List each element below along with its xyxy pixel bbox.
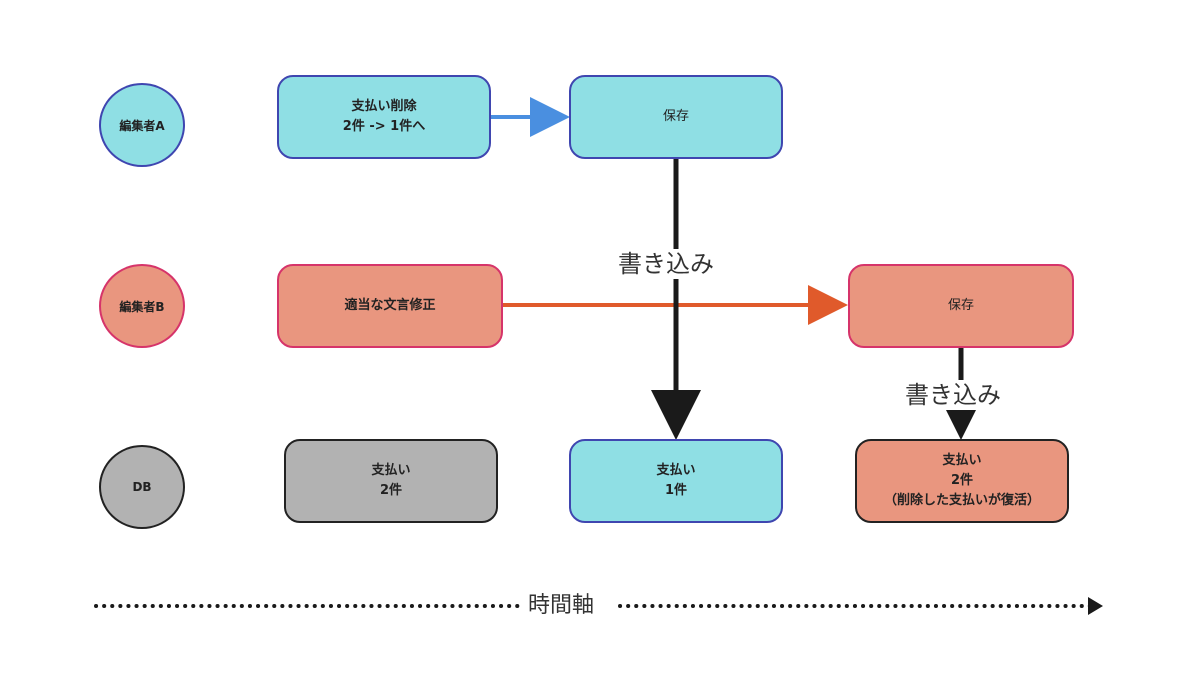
- editor-b-edit-label: 適当な文言修正: [344, 298, 436, 313]
- db-state-initial-line-2: 2件: [379, 483, 403, 498]
- editor-a-delete-line-1: 支払い削除: [351, 99, 417, 114]
- db-circle: DB: [99, 445, 185, 529]
- write-label-a: 書き込み: [618, 249, 714, 279]
- editor-a-save-box: 保存: [569, 75, 783, 159]
- db-state-after-b-line-3: （削除した支払いが復活）: [883, 493, 1040, 508]
- db-state-after-a-line-2: 1件: [664, 483, 688, 498]
- editor-b-edit-box: 適当な文言修正: [277, 264, 503, 348]
- editor-a-circle: 編集者A: [99, 83, 185, 167]
- editor-b-circle: 編集者B: [99, 264, 185, 348]
- editor-a-delete-box: 支払い削除 2件 -> 1件へ: [277, 75, 491, 159]
- db-state-after-b-line-1: 支払い: [942, 453, 982, 468]
- db-state-after-a-box: 支払い 1件: [569, 439, 783, 523]
- timeline-label: 時間軸: [522, 592, 601, 620]
- db-state-after-a-line-1: 支払い: [656, 463, 696, 478]
- editor-a-delete-line-2: 2件 -> 1件へ: [342, 119, 426, 134]
- editor-b-save-box: 保存: [848, 264, 1074, 348]
- db-label: DB: [132, 480, 152, 494]
- db-state-initial-box: 支払い 2件: [284, 439, 498, 523]
- db-state-after-b-box: 支払い 2件 （削除した支払いが復活）: [855, 439, 1069, 523]
- editor-b-label: 編集者B: [119, 299, 165, 314]
- editor-a-label: 編集者A: [119, 118, 165, 133]
- db-state-after-b-line-2: 2件: [950, 473, 974, 488]
- db-state-initial-line-1: 支払い: [371, 463, 411, 478]
- editor-b-save-label: 保存: [947, 298, 974, 313]
- write-label-b: 書き込み: [905, 380, 1001, 410]
- timeline-arrowhead: [1088, 597, 1103, 615]
- editor-a-save-label: 保存: [662, 109, 689, 124]
